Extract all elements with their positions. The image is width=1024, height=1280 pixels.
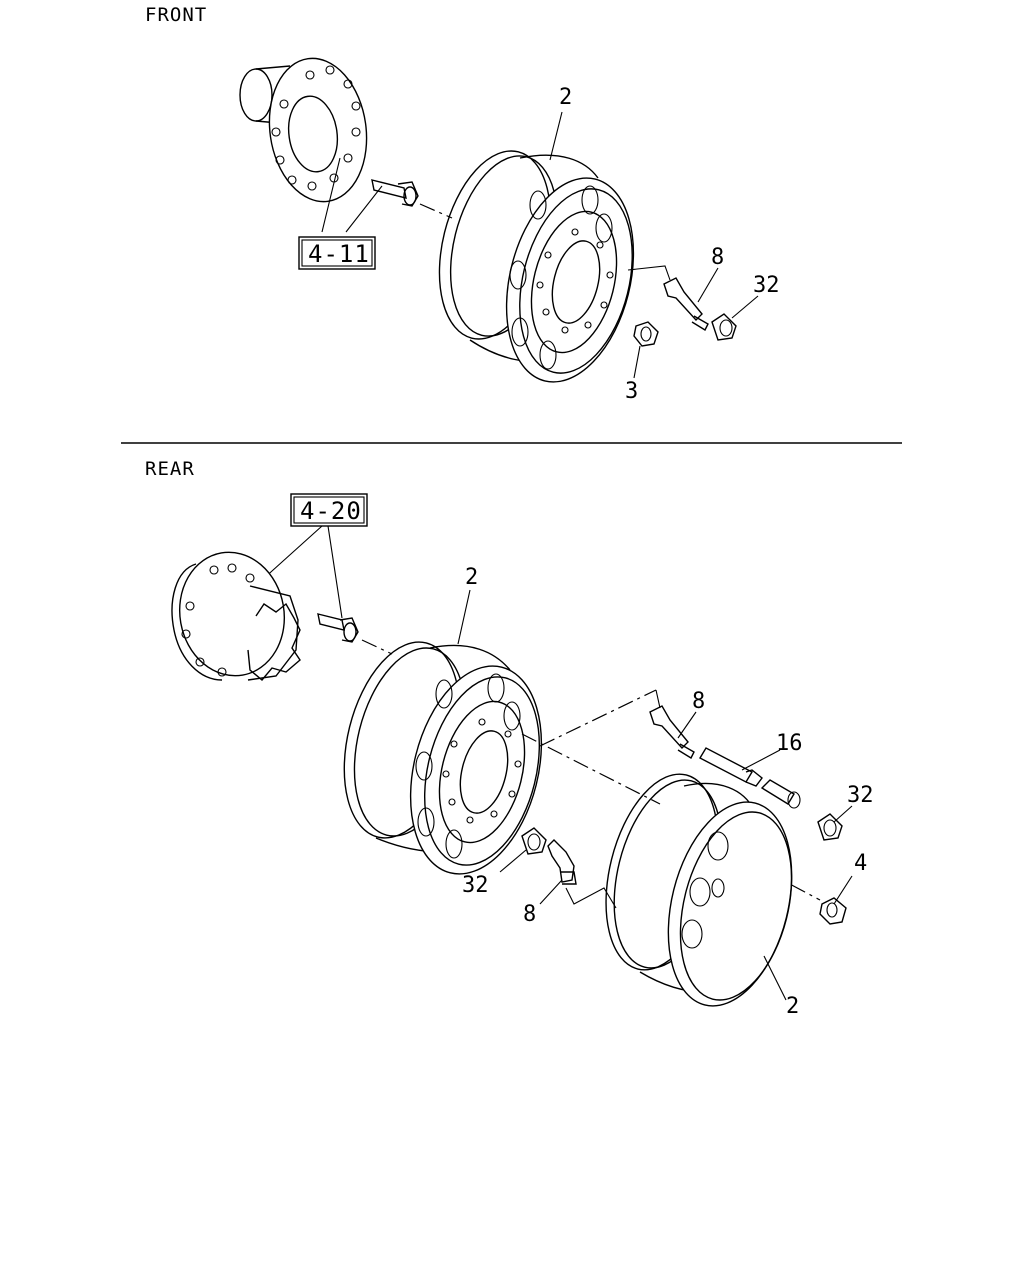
front-wheel-callout: 2 [559, 85, 572, 110]
front-valve-link [627, 265, 671, 281]
front-wheel [438, 150, 635, 383]
front-wheel-leader [549, 111, 563, 161]
rear-cap-lower-callout: 32 [462, 873, 489, 898]
rear-cap-upper-leader [833, 805, 853, 823]
rear-inner-wheel-callout: 2 [786, 994, 799, 1019]
rear-extension-callout: 16 [776, 731, 803, 756]
rear-inner-wheel-leader [763, 955, 787, 1001]
front-cap-leader [731, 295, 759, 319]
rear-valve-cap-lower [521, 827, 547, 855]
front-hub-stud [371, 179, 419, 207]
front-section-title: FRONT [145, 4, 207, 26]
rear-ref-leader [261, 525, 343, 619]
front-stud-axis [419, 203, 453, 219]
rear-nut-leader [833, 875, 853, 905]
rear-valve-lower [547, 839, 577, 885]
rear-valve-lower-link [565, 887, 617, 909]
rear-valve-extension [699, 747, 801, 809]
rear-extension-leader [741, 749, 781, 771]
svg-text:4-11: 4-11 [308, 240, 370, 268]
rear-valve-axis [539, 689, 657, 747]
rear-nut-callout: 4 [854, 851, 867, 876]
rear-valve-upper-leader [677, 711, 697, 739]
front-valve-cap [711, 313, 737, 341]
rear-inner-wheel [343, 641, 543, 875]
rear-valve-upper-callout: 8 [692, 689, 705, 714]
front-ref-leader [321, 157, 383, 233]
rear-outer-wheel [605, 773, 793, 1007]
front-nut-leader [633, 345, 641, 379]
rear-valve-cap-upper [817, 813, 843, 841]
rear-outer-wheel-leader [457, 589, 471, 645]
front-valve-callout: 8 [711, 245, 724, 270]
rear-cap-upper-callout: 32 [847, 783, 874, 808]
rear-hub-ref-box: 4-20 [290, 493, 368, 527]
rear-outer-wheel-callout: 2 [465, 565, 478, 590]
front-hub [239, 57, 368, 203]
front-cap-callout: 32 [753, 273, 780, 298]
rear-valve-lower-leader [539, 879, 563, 905]
svg-text:4-20: 4-20 [300, 497, 362, 525]
rear-valve-upper [649, 705, 695, 759]
front-valve [663, 277, 709, 331]
front-nut-callout: 3 [625, 379, 638, 404]
rear-hub-stud [317, 613, 359, 643]
front-valve-leader [697, 267, 719, 303]
rear-hub [171, 551, 301, 681]
rear-wheel-nut [819, 897, 847, 925]
rear-cap-lower-leader [499, 849, 527, 873]
rear-valve-link [655, 689, 661, 709]
front-wheel-nut [633, 321, 659, 347]
rear-section-title: REAR [145, 458, 195, 480]
front-hub-ref-box: 4-11 [298, 236, 376, 270]
rear-stud-axis [361, 639, 393, 655]
rear-valve-lower-callout: 8 [523, 902, 536, 927]
rear-stud-wheel-axis [521, 733, 661, 805]
